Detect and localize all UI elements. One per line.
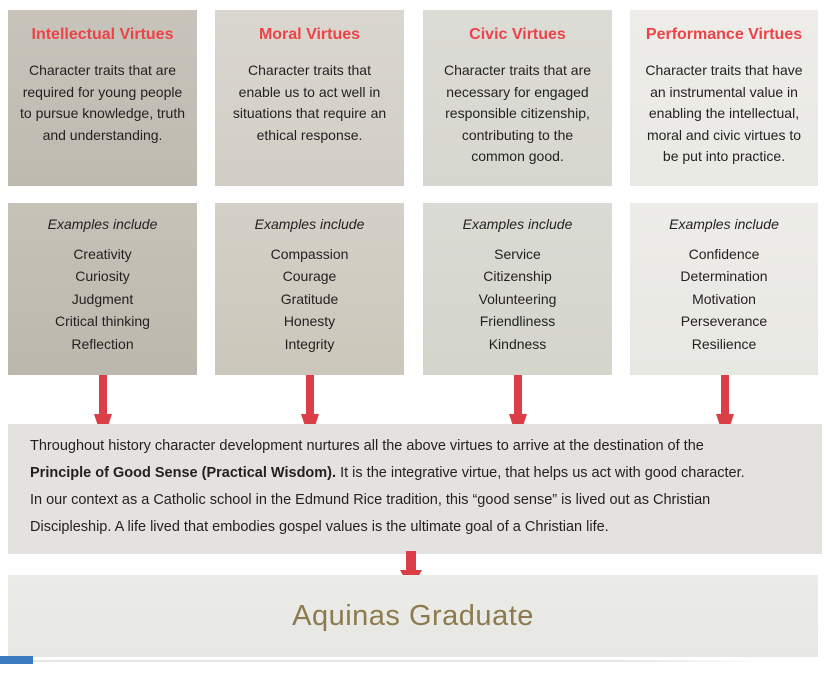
- civic-examples-heading: Examples include: [462, 216, 573, 232]
- example-item: Resilience: [691, 335, 757, 352]
- example-item: Determination: [680, 268, 768, 285]
- example-item: Courage: [282, 268, 337, 285]
- performance-examples-list: Confidence Determination Motivation Pers…: [630, 243, 818, 355]
- example-item: Judgment: [71, 290, 134, 307]
- intellectual-virtues-description: Character traits that are required for y…: [20, 62, 185, 143]
- example-item: Citizenship: [483, 268, 552, 285]
- performance-virtues-box: Performance Virtues Character traits tha…: [630, 10, 818, 186]
- example-item: Volunteering: [478, 290, 557, 307]
- civic-virtues-description: Character traits that are necessary for …: [443, 62, 592, 164]
- example-item: Service: [494, 246, 541, 262]
- civic-examples-box: Examples include Service Citizenship Vol…: [423, 203, 612, 375]
- good-sense-summary-box: Throughout history character development…: [8, 424, 822, 554]
- example-item: Integrity: [284, 335, 335, 352]
- aquinas-graduate-label: Aquinas Graduate: [292, 599, 534, 632]
- moral-examples-heading: Examples include: [254, 216, 365, 232]
- performance-virtues-description: Character traits that have an instrument…: [645, 62, 803, 164]
- intellectual-examples-heading: Examples include: [47, 216, 158, 232]
- performance-virtues-title: Performance Virtues: [645, 26, 803, 43]
- example-item: Critical thinking: [55, 313, 150, 330]
- moral-virtues-title: Moral Virtues: [258, 26, 361, 43]
- bottom-edge-blue-strip: [0, 656, 33, 664]
- moral-virtues-box: Moral Virtues Character traits that enab…: [215, 10, 404, 186]
- intellectual-examples-list: Creativity Curiosity Judgment Critical t…: [8, 243, 197, 355]
- performance-examples-box: Examples include Confidence Determinatio…: [630, 203, 818, 375]
- performance-examples-heading: Examples include: [669, 216, 779, 232]
- example-item: Curiosity: [75, 268, 130, 285]
- example-item: Reflection: [71, 335, 134, 352]
- example-item: Honesty: [283, 313, 336, 330]
- civic-virtues-title: Civic Virtues: [469, 26, 566, 43]
- intellectual-virtues-title: Intellectual Virtues: [31, 26, 174, 43]
- intellectual-examples-box: Examples include Creativity Curiosity Ju…: [8, 203, 197, 375]
- moral-virtues-description: Character traits that enable us to act w…: [232, 62, 387, 143]
- moral-examples-box: Examples include Compassion Courage Grat…: [215, 203, 404, 375]
- bottom-divider: [11, 660, 768, 662]
- example-item: Kindness: [488, 335, 547, 352]
- example-item: Perseverance: [680, 313, 768, 330]
- civic-examples-list: Service Citizenship Volunteering Friendl…: [423, 243, 612, 355]
- example-item: Friendliness: [479, 313, 556, 330]
- summary-text: Throughout history character development…: [30, 438, 745, 535]
- moral-examples-list: Compassion Courage Gratitude Honesty Int…: [215, 243, 404, 355]
- intellectual-virtues-box: Intellectual Virtues Character traits th…: [8, 10, 197, 186]
- example-item: Gratitude: [280, 290, 339, 307]
- example-item: Confidence: [688, 246, 760, 262]
- aquinas-graduate-box: Aquinas Graduate: [8, 575, 818, 657]
- example-item: Motivation: [692, 290, 756, 307]
- civic-virtues-box: Civic Virtues Character traits that are …: [423, 10, 612, 186]
- example-item: Creativity: [73, 246, 132, 262]
- example-item: Compassion: [270, 246, 349, 262]
